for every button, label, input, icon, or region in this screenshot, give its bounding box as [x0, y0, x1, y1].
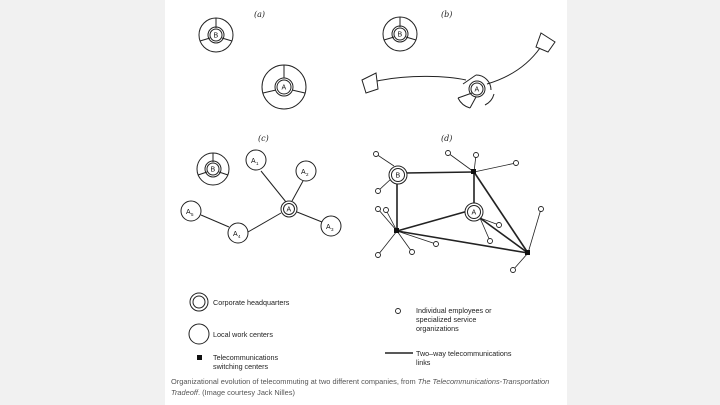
- node-label-b: B: [396, 173, 401, 180]
- node-label-a5-sub: 5: [191, 212, 194, 217]
- legend-local-label: Local work centers: [213, 330, 273, 339]
- hq-a-node: [280, 200, 298, 218]
- node-label-a4-sub: 4: [238, 234, 241, 239]
- hq-a-node: A: [261, 64, 307, 110]
- node-label-b: B: [214, 33, 219, 40]
- node-label-a3-sub: 3: [331, 227, 334, 232]
- legend-links-label-1: Two–way telecommunications: [416, 349, 512, 358]
- local-center-a2: A 2: [295, 160, 317, 182]
- legend-switch-label-2: switching centers: [213, 362, 269, 371]
- link-a1: [260, 170, 287, 203]
- link-a3: [296, 211, 323, 223]
- legend: Corporate headquarters Local work center…: [188, 292, 512, 371]
- node-label-a3: A: [326, 224, 331, 231]
- link-left-remote: [376, 75, 467, 82]
- figure-sheet: [165, 0, 567, 405]
- node-label-a: A: [472, 210, 477, 217]
- legend-switch-label-1: Telecommunications: [213, 353, 279, 362]
- node-label-a2: A: [301, 169, 306, 176]
- node-label-a5: A: [186, 209, 191, 216]
- node-label-a: A: [282, 85, 287, 92]
- node-label-a1-sub: 1: [256, 161, 259, 166]
- legend-individual-label-3: organizations: [416, 324, 459, 333]
- node-label-a4: A: [233, 231, 238, 238]
- node-label-b: B: [211, 167, 216, 174]
- hq-b-node: B: [198, 17, 234, 53]
- legend-individual-label-2: specialized service: [416, 315, 476, 324]
- caption-source-title: The Telecommunications-Transportation Tr…: [171, 377, 550, 397]
- panel-b: B A: [361, 16, 556, 109]
- node-label-b: B: [398, 32, 403, 39]
- panel-label-b: (b): [441, 10, 452, 19]
- hq-b-node: B: [196, 152, 230, 186]
- local-center-a3: A 3: [320, 215, 342, 237]
- figure-caption: Organizational evolution of telecommutin…: [171, 377, 563, 398]
- node-label-a: A: [287, 207, 292, 214]
- link-a5-a4: [200, 214, 230, 228]
- panel-c: B A A 1 A 2 A 3: [180, 149, 342, 244]
- panel-label-c: (c): [258, 134, 269, 143]
- caption-suffix: . (Image courtesy Jack Nilles): [197, 387, 295, 397]
- panel-label-d: (d): [441, 134, 452, 143]
- remote-unit-right: [535, 32, 556, 53]
- node-label-a1: A: [251, 158, 256, 165]
- node-label-a: A: [475, 87, 480, 94]
- legend-hq: Corporate headquarters: [189, 292, 290, 312]
- legend-links-label-2: links: [416, 358, 431, 367]
- local-center-a1: A 1: [245, 149, 267, 171]
- hq-b-node: B: [382, 16, 418, 52]
- panel-a: B A: [198, 17, 307, 110]
- link-right-remote: [486, 47, 541, 85]
- remote-unit-left: [361, 72, 379, 94]
- legend-links: Two–way telecommunications links: [385, 349, 512, 367]
- legend-local: Local work centers: [188, 323, 273, 345]
- panel-label-a: (a): [254, 10, 265, 19]
- legend-individual: Individual employees or specialized serv…: [395, 306, 492, 333]
- link-a2: [291, 180, 304, 202]
- link-a4: [247, 212, 282, 233]
- legend-individual-label-1: Individual employees or: [416, 306, 492, 315]
- hq-a-dispersed-node: A: [457, 74, 495, 109]
- caption-prefix: Organizational evolution of telecommutin…: [171, 377, 418, 386]
- node-label-a2-sub: 2: [306, 172, 309, 177]
- local-center-a4: A 4: [227, 222, 249, 244]
- legend-hq-label: Corporate headquarters: [213, 298, 290, 307]
- legend-switch: Telecommunications switching centers: [197, 353, 279, 371]
- local-center-a5: A 5: [180, 200, 202, 222]
- panel-d: B A: [373, 150, 544, 273]
